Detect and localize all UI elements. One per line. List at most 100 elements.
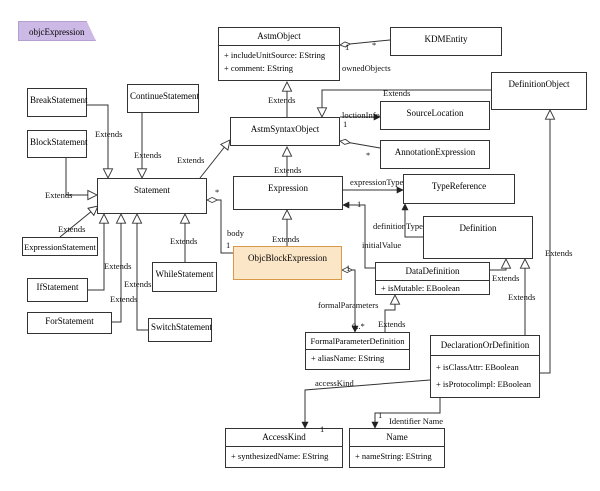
class-name: Definition — [459, 223, 497, 233]
class-astm-syntax-object: AstmSyntaxObject — [230, 117, 340, 146]
role-label-loction-info: loctionInfo — [342, 110, 380, 120]
generalization-edge — [199, 140, 230, 179]
extends-label: Extends — [378, 319, 406, 329]
composition-edge — [340, 141, 381, 149]
multiplicity: 1 — [346, 263, 351, 273]
class-name: SwitchStatement — [151, 322, 212, 332]
class-name: ContinueStatement — [130, 91, 199, 101]
class-name: KDMEntity — [424, 34, 468, 44]
extends-label: Extends — [134, 150, 162, 160]
class-name: AccessKind — [262, 432, 306, 442]
class-name: IfStatement — [36, 282, 79, 292]
extends-label: Extends — [110, 294, 138, 304]
role-label-expression-type: expressionType — [350, 177, 404, 187]
association-edge — [301, 379, 431, 429]
extends-label: Extends — [45, 190, 73, 200]
role-label-owned-objects: ownedObjects — [342, 63, 391, 73]
class-attributes: + aliasName: EString — [306, 349, 409, 367]
attribute: + synthesizedName: EString — [231, 450, 329, 461]
class-attributes: + isClassAttr: EBoolean + isProtocolimpl… — [431, 354, 539, 396]
class-break-statement: BreakStatement — [27, 88, 87, 117]
composition-edge — [342, 270, 355, 332]
multiplicity: 1 — [226, 240, 231, 250]
role-label-access-kind: accessKind — [315, 378, 354, 388]
class-attributes: + includeUnitSource: EString + comment: … — [219, 44, 339, 78]
class-access-kind: AccessKind + synthesizedName: EString — [225, 428, 343, 468]
extends-label: Extends — [177, 155, 205, 165]
role-label-body: body — [227, 228, 244, 238]
class-name: Statement — [134, 185, 170, 195]
extends-label: Extends — [124, 279, 152, 289]
class-name: ForStatement — [45, 316, 94, 326]
extends-label: Extends — [272, 234, 300, 244]
class-attributes: + isMutable: EBoolean — [376, 279, 489, 296]
attribute: + includeUnitSource: EString — [224, 49, 326, 60]
extends-label: Extends — [274, 165, 302, 175]
class-continue-statement: ContinueStatement — [127, 84, 199, 113]
class-name: ExpressionStatement — [24, 242, 96, 252]
class-name: AnnotationExpression — [394, 147, 476, 157]
extends-label: Extends — [268, 95, 296, 105]
association-edge — [401, 203, 423, 238]
class-formal-parameter-definition: FormalParameterDefinition + aliasName: E… — [305, 332, 410, 370]
role-label-initial-value: initialValue — [362, 240, 402, 250]
class-attributes: + synthesizedName: EString — [226, 445, 342, 466]
attribute: + isClassAttr: EBoolean — [436, 361, 519, 372]
multiplicity: 1 — [357, 199, 362, 209]
class-name: FormalParameterDefinition — [310, 336, 405, 346]
class-statement: Statement — [97, 178, 207, 214]
class-name: BlockStatement — [30, 137, 88, 147]
class-name: BreakStatement — [30, 95, 88, 105]
class-declaration-or-definition: DeclarationOrDefinition + isClassAttr: E… — [430, 335, 540, 398]
role-label-definition-type: definitionType — [373, 221, 423, 231]
multiplicity: * — [215, 187, 220, 197]
association-edge — [371, 398, 441, 429]
class-name: WhileStatement — [155, 269, 214, 279]
generalization-edge — [137, 214, 148, 331]
attribute: + comment: EString — [224, 62, 294, 73]
multiplicity: 1 — [378, 410, 383, 420]
class-while-statement: WhileStatement — [152, 262, 217, 292]
attribute: + isMutable: EBoolean — [381, 282, 460, 293]
composition-edge — [340, 39, 391, 45]
extends-label: Extends — [492, 273, 520, 283]
extends-label: Extends — [58, 224, 86, 234]
generalization-edge — [87, 104, 108, 178]
multiplicity: * — [366, 150, 371, 160]
class-name: AstmObject — [257, 31, 301, 41]
generalization-edge — [112, 214, 121, 323]
generalization-edge — [59, 206, 98, 238]
class-name: DefinitionObject — [508, 79, 570, 89]
class-name: TypeReference — [431, 181, 487, 191]
multiplicity: 0..* — [352, 321, 365, 331]
class-annotation-expression: AnnotationExpression — [380, 140, 490, 169]
generalization-edge — [384, 295, 395, 332]
class-type-reference: TypeReference — [403, 174, 515, 204]
generalization-edge — [322, 89, 491, 117]
class-expression-statement: ExpressionStatement — [22, 237, 98, 256]
extends-label: Extends — [95, 129, 123, 139]
class-name: Name — [386, 432, 408, 442]
extends-label: Extends — [104, 261, 132, 271]
extends-label: Extends — [383, 88, 411, 98]
generalization-edge — [490, 259, 506, 271]
attribute: + isProtocolimpl: EBoolean — [436, 378, 531, 389]
generalization-edge — [88, 214, 104, 291]
class-name: Expression — [268, 183, 308, 193]
composition-edge — [207, 200, 233, 254]
association-edge — [342, 201, 375, 269]
class-block-statement: BlockStatement — [27, 130, 88, 158]
role-label-identifier-name: Identifier Name — [389, 416, 444, 426]
multiplicity: 1 — [320, 424, 325, 434]
class-name: ObjcBlockExpression — [248, 253, 327, 263]
generalization-edge — [540, 110, 550, 374]
extends-label: Extends — [170, 236, 198, 246]
class-kdm-entity: KDMEntity — [390, 27, 502, 56]
class-name: DeclarationOrDefinition — [440, 340, 530, 350]
role-label-formal-parameters: formalParameters — [318, 300, 379, 310]
class-for-statement: ForStatement — [27, 312, 112, 334]
multiplicity: * — [372, 40, 377, 50]
class-name: DataDefinition — [405, 266, 460, 276]
class-astm-object: AstmObject + includeUnitSource: EString … — [218, 27, 340, 81]
